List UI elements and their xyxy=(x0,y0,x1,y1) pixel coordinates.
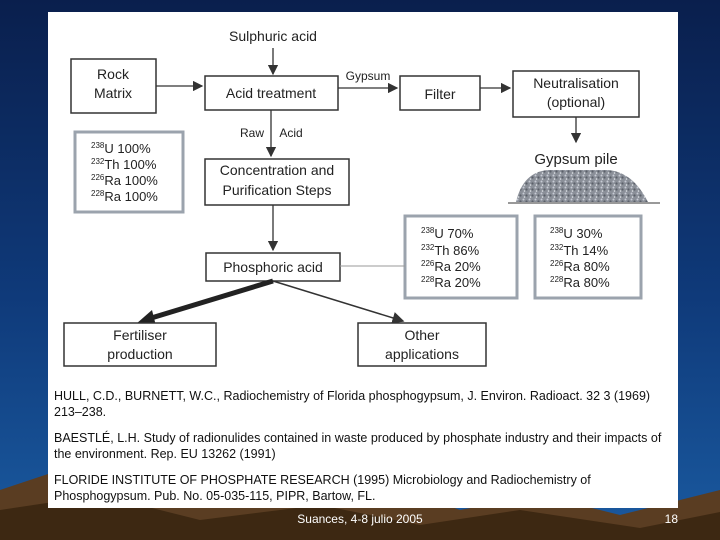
slide-panel: Sulphuric acid Rock Matrix Acid treatmen… xyxy=(48,12,678,508)
phosphoric-acid-label: Phosphoric acid xyxy=(223,259,323,275)
gypsum-iso-4: 228Ra 80% xyxy=(550,275,610,290)
concentration-label-2: Purification Steps xyxy=(223,182,332,198)
page-number: 18 xyxy=(664,512,678,526)
rock-iso-4: 228Ra 100% xyxy=(91,189,158,204)
rock-isotopes-box xyxy=(73,130,185,214)
acid-isotopes-box xyxy=(403,214,519,300)
neutralisation-label-1: Neutralisation xyxy=(533,75,619,91)
gypsum-label: Gypsum xyxy=(346,69,391,83)
gypsum-pile-image xyxy=(516,170,648,202)
gypsum-iso-1: 238U 30% xyxy=(550,226,603,241)
footer-venue: Suances, 4-8 julio 2005 xyxy=(297,512,423,526)
neutralisation-box xyxy=(512,70,640,118)
references: HULL, C.D., BURNETT, W.C., Radiochemistr… xyxy=(54,388,674,514)
rock-matrix-label-2: Matrix xyxy=(94,85,132,101)
neutralisation-label-2: (optional) xyxy=(547,94,605,110)
fertiliser-label-2: production xyxy=(107,346,172,362)
other-arrow xyxy=(272,280,405,324)
acid-treatment-label: Acid treatment xyxy=(226,85,316,101)
reference-3: FLORIDE INSTITUTE OF PHOSPHATE RESEARCH … xyxy=(54,473,591,503)
fertiliser-label-1: Fertiliser xyxy=(113,327,167,343)
filter-box xyxy=(399,75,481,111)
gypsum-iso-3: 226Ra 80% xyxy=(550,259,610,274)
acid-iso-2: 232Th 86% xyxy=(421,243,480,258)
rock-matrix-label-1: Rock xyxy=(97,66,130,82)
acid-iso-3: 226Ra 20% xyxy=(421,259,481,274)
fertiliser-box xyxy=(63,322,217,367)
reference-2: BAESTLÉ, L.H. Study of radionulides cont… xyxy=(54,431,662,461)
reference-1: HULL, C.D., BURNETT, W.C., Radiochemistr… xyxy=(54,389,651,419)
fertiliser-arrow xyxy=(147,278,274,322)
other-applications-box xyxy=(357,322,487,367)
raw-label: Raw xyxy=(240,126,264,140)
concentration-label-1: Concentration and xyxy=(220,162,334,178)
sulphuric-acid-label: Sulphuric acid xyxy=(229,28,317,44)
process-diagram: Sulphuric acid Rock Matrix Acid treatmen… xyxy=(63,28,660,367)
fertiliser-arrowhead xyxy=(136,310,156,326)
gypsum-isotopes-box xyxy=(533,214,643,300)
acid-label: Acid xyxy=(279,126,302,140)
rock-iso-2: 232Th 100% xyxy=(91,157,157,172)
other-applications-label-1: Other xyxy=(404,327,439,343)
acid-iso-1: 238U 70% xyxy=(421,226,474,241)
rock-iso-3: 226Ra 100% xyxy=(91,173,158,188)
gypsum-pile-label: Gypsum pile xyxy=(534,151,617,168)
rock-matrix-box xyxy=(70,58,157,114)
concentration-box xyxy=(204,158,350,206)
rock-iso-1: 238U 100% xyxy=(91,141,151,156)
gypsum-iso-2: 232Th 14% xyxy=(550,243,609,258)
acid-iso-4: 228Ra 20% xyxy=(421,275,481,290)
other-applications-label-2: applications xyxy=(385,346,459,362)
filter-label: Filter xyxy=(424,86,455,102)
